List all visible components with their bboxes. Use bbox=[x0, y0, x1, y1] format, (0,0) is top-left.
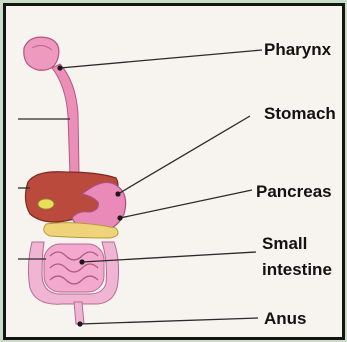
pharynx-shape bbox=[24, 37, 59, 70]
stomach-dot bbox=[115, 191, 120, 196]
pancreas-leader-line bbox=[120, 190, 252, 218]
small-intestine-shape bbox=[44, 244, 104, 292]
pharynx-dot bbox=[57, 65, 62, 70]
stomach-leader-line bbox=[118, 116, 250, 194]
anus-leader-line bbox=[80, 318, 258, 324]
small-intestine-label-line2: intestine bbox=[262, 260, 332, 279]
small-intestine-dot bbox=[79, 259, 84, 264]
rectum-shape bbox=[74, 302, 84, 324]
pancreas-label: Pancreas bbox=[256, 182, 332, 201]
diagram-frame: Pharynx Stomach Pancreas Small intestine… bbox=[3, 3, 345, 340]
gallbladder-shape bbox=[38, 199, 54, 209]
anus-label: Anus bbox=[264, 309, 307, 328]
stomach-label: Stomach bbox=[264, 104, 336, 123]
anus-dot bbox=[77, 321, 82, 326]
small-intestine-label-line1: Small bbox=[262, 234, 307, 253]
pancreas-dot bbox=[117, 215, 122, 220]
pharynx-label: Pharynx bbox=[264, 40, 331, 59]
pharynx-leader-line bbox=[60, 50, 262, 68]
